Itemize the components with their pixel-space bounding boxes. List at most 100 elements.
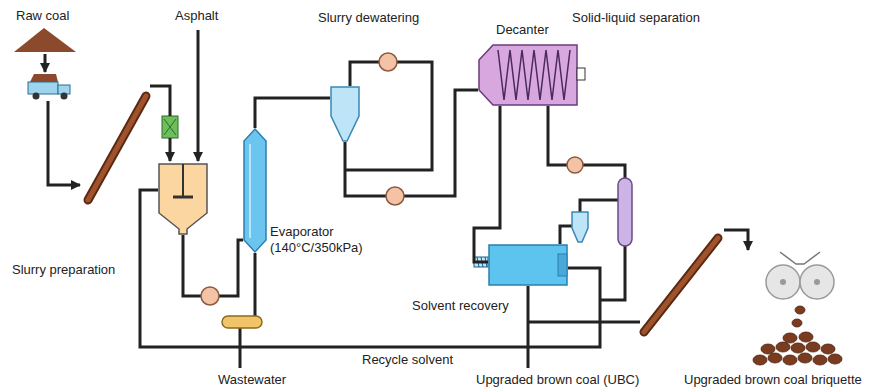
mixing-tank-shape [158, 163, 208, 235]
briquetting-press [814, 279, 820, 285]
dump-truck [61, 93, 68, 100]
condenser [618, 178, 632, 246]
process-line [548, 106, 625, 178]
solvent-recovery-dryer: Solvent recovery [488, 244, 568, 286]
process-line [197, 30, 200, 161]
mixing-tank: Slurry preparation [158, 163, 208, 235]
process-label: Asphalt [175, 8, 218, 24]
briquetting-press [780, 252, 820, 264]
briquette-pile [795, 306, 805, 314]
equipment-label: Evaporator (140°C/350kPa) [270, 224, 370, 256]
process-label: Solid-liquid separation [572, 10, 700, 26]
process-label: Upgraded brown coal (UBC) [476, 372, 639, 388]
heat-exchanger [222, 316, 262, 328]
briquette-pile [799, 332, 813, 342]
process-line [528, 321, 640, 324]
dump-truck [30, 74, 58, 82]
belt-conveyor [88, 96, 146, 200]
solvent-recovery-dryer-shape [488, 244, 568, 286]
decanter-centrifuge-shape [498, 50, 570, 100]
solvent-recovery-dryer-shape [558, 254, 567, 276]
dump-truck [28, 82, 58, 94]
decanter-centrifuge-shape [577, 68, 585, 80]
process-line [600, 246, 625, 300]
raw-coal-pile [14, 28, 76, 52]
briquette-pile [783, 355, 797, 365]
belt-conveyor [88, 96, 146, 200]
process-label: Upgraded brown coal briquette [684, 372, 862, 388]
evaporator-column-shape [249, 144, 251, 238]
process-line [345, 90, 478, 196]
feeder-valve [162, 116, 178, 138]
process-line [254, 253, 257, 316]
decanter-centrifuge-shape [479, 45, 577, 105]
briquette-pile [753, 306, 842, 365]
process-label: Recycle solvent [362, 352, 453, 368]
product-cyclone [572, 212, 588, 242]
process-line [724, 230, 748, 250]
belt-conveyor [88, 96, 146, 200]
pump-symbol [386, 187, 404, 205]
pump-symbol [201, 287, 219, 305]
evaporator-column-shape [243, 128, 267, 253]
briquette-pile [761, 344, 775, 354]
feeder-valve [164, 119, 176, 135]
evaporator-column-shape [244, 129, 266, 252]
decanter-centrifuge: Decanter [478, 44, 586, 106]
product-cyclone [572, 212, 588, 242]
process-line [44, 54, 47, 72]
briquette-pile [792, 319, 802, 327]
briquette-pile [753, 355, 767, 365]
process-line [527, 286, 530, 368]
briquette-conveyor [644, 238, 718, 332]
dewatering-cyclone-shape [330, 86, 360, 142]
mixing-tank-shape [159, 164, 207, 234]
process-line [150, 86, 170, 116]
solvent-recovery-dryer-shape [489, 245, 567, 285]
dewatering-cyclone: Slurry dewatering [330, 86, 360, 142]
process-line [169, 138, 172, 161]
decanter-centrifuge-shape [478, 44, 586, 106]
pump-symbol [567, 157, 583, 173]
equipment-label: Slurry dewatering [318, 10, 419, 26]
process-label: Wastewater [218, 372, 286, 388]
mixing-tank-shape [182, 164, 184, 197]
feeder-valve [162, 116, 178, 138]
mixing-tank-shape [173, 196, 193, 199]
dewatering-cyclone-shape [331, 87, 359, 141]
equipment-label: Solvent recovery [412, 298, 509, 314]
process-line [474, 106, 500, 262]
condenser [618, 178, 632, 246]
process-line [48, 101, 80, 185]
dump-truck [28, 74, 70, 100]
process-line [45, 30, 748, 368]
briquette-pile [813, 355, 827, 365]
dump-truck [33, 93, 40, 100]
briquette-pile [768, 353, 782, 363]
pump-symbol [379, 53, 397, 71]
process-line [255, 98, 330, 128]
briquette-pile [783, 333, 797, 343]
briquette-pile [798, 353, 812, 363]
briquette-conveyor [644, 238, 718, 332]
evaporator-column: Evaporator (140°C/350kPa) [243, 128, 267, 253]
briquetting-press [766, 252, 834, 299]
equipment-label: Slurry preparation [12, 262, 115, 278]
equipment-label: Decanter [496, 22, 549, 38]
briquetting-press [766, 265, 800, 299]
briquette-pile [791, 343, 805, 353]
raw-coal-pile [14, 28, 76, 52]
process-line [140, 190, 600, 347]
briquette-conveyor [644, 238, 718, 332]
process-line [580, 200, 618, 212]
briquetting-press [800, 265, 834, 299]
briquette-pile [828, 354, 842, 364]
briquette-pile [806, 342, 820, 352]
process-line [560, 226, 572, 244]
heat-exchanger [222, 316, 262, 328]
briquette-pile [821, 344, 835, 354]
process-label: Raw coal [16, 8, 69, 24]
briquette-pile [776, 342, 790, 352]
